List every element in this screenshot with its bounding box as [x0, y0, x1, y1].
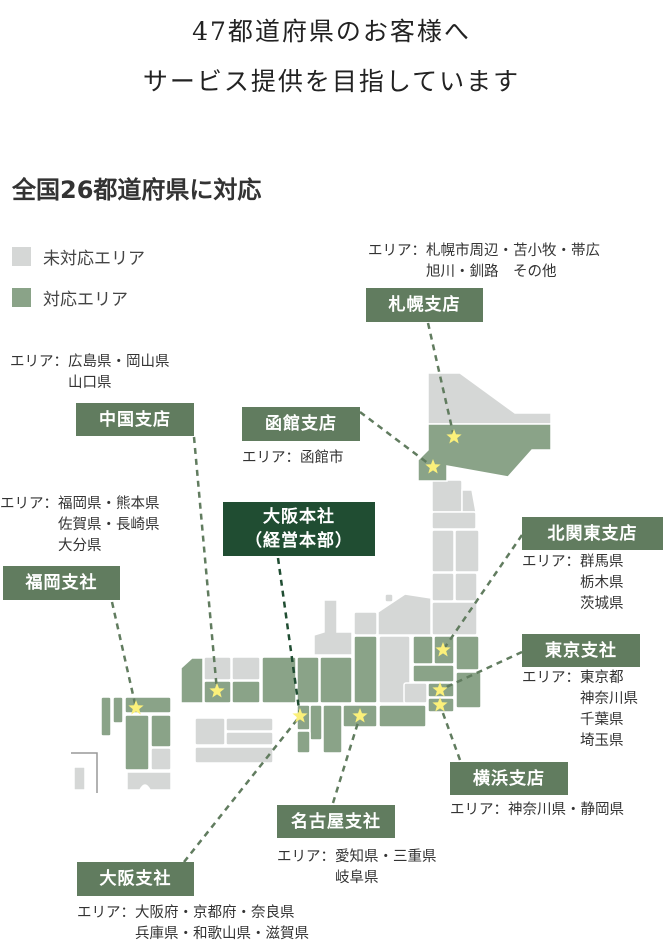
area-line: 埼玉県: [580, 733, 624, 749]
office-fukuoka[interactable]: 福岡支社: [3, 566, 120, 600]
headline-line-1: 47都道府県のお客様へ: [192, 17, 471, 46]
legend-uncovered: 未対応エリア: [12, 244, 145, 269]
area-line: 大分県: [58, 538, 102, 554]
office-chugoku[interactable]: 中国支店: [76, 403, 194, 436]
star-icon: [432, 697, 448, 712]
area-tokyo: エリア：東京都神奈川県千葉県埼玉県: [522, 668, 638, 752]
star-icon: [292, 708, 308, 723]
star-icon: [128, 700, 144, 715]
headline-line-2: サービス提供を目指しています: [142, 67, 521, 96]
area-line: 大阪府・京都府・奈良県: [135, 905, 295, 921]
connector-yokohama: [438, 704, 462, 761]
area-nagoya: エリア：愛知県・三重県岐阜県: [277, 847, 437, 889]
area-line: 神奈川県: [580, 691, 638, 707]
connector-kitakanto: [441, 534, 524, 651]
area-line: 広島県・岡山県: [68, 354, 170, 370]
area-line: 栃木県: [580, 575, 624, 591]
area-line: 岐阜県: [335, 870, 379, 886]
area-line: 東京都: [580, 670, 624, 686]
office-nagoya[interactable]: 名古屋支社: [277, 805, 395, 838]
hq-subname: （経営本部）: [245, 531, 353, 551]
area-line: 旭川・釧路 その他: [426, 264, 557, 280]
legend-label: 対応エリア: [43, 290, 128, 310]
star-icon: [209, 683, 225, 698]
connector-tokyo: [439, 650, 523, 692]
legend-swatch-uncovered: [12, 247, 31, 266]
star-icon: [432, 682, 448, 697]
hq-name: 大阪本社: [263, 507, 335, 527]
legend-covered: 対応エリア: [12, 285, 128, 310]
connector-osaka: [183, 715, 301, 863]
star-icon: [425, 459, 441, 474]
connector-nagoya: [331, 715, 362, 804]
office-hakodate[interactable]: 函館支店: [242, 407, 360, 441]
legend-label: 未対応エリア: [43, 249, 145, 269]
star-icon: [435, 642, 451, 657]
area-chugoku: エリア：広島県・岡山県山口県: [10, 352, 170, 394]
region-hokkaido-south: [417, 423, 552, 482]
star-icon: [446, 429, 462, 444]
office-hq[interactable]: 大阪本社 （経営本部）: [223, 502, 375, 556]
area-line: 神奈川県・静岡県: [508, 802, 624, 818]
area-yokohama: エリア：神奈川県・静岡県: [450, 800, 624, 821]
connector-fukuoka: [110, 601, 138, 709]
area-hakodate: エリア：函館市: [242, 448, 344, 469]
area-line: 愛知県・三重県: [335, 849, 437, 865]
area-line: 兵庫県・和歌山県・滋賀県: [135, 926, 309, 942]
connector-hakodate: [359, 411, 434, 468]
area-line: 山口県: [68, 375, 112, 391]
office-yokohama[interactable]: 横浜支店: [450, 762, 568, 795]
office-kitakanto[interactable]: 北関東支店: [522, 517, 663, 550]
coverage-title: 全国26都道府県に対応: [12, 176, 262, 204]
area-osaka: エリア：大阪府・京都府・奈良県兵庫県・和歌山県・滋賀県: [77, 903, 309, 945]
connector-sapporo: [426, 322, 456, 438]
area-line: 函館市: [300, 450, 344, 466]
area-line: 佐賀県・長崎県: [58, 517, 160, 533]
area-line: 福岡県・熊本県: [58, 496, 160, 512]
area-sapporo: エリア：札幌市周辺・苫小牧・帯広旭川・釧路 その他: [368, 241, 600, 283]
area-kitakanto: エリア：群馬県栃木県茨城県: [522, 552, 624, 615]
area-fukuoka: エリア：福岡県・熊本県佐賀県・長崎県大分県: [0, 494, 160, 557]
star-icon: [352, 708, 368, 723]
legend-swatch-covered: [12, 288, 31, 307]
office-tokyo[interactable]: 東京支社: [522, 634, 640, 667]
connector-chugoku: [192, 436, 219, 692]
area-line: 群馬県: [580, 554, 624, 570]
connector-hq: [276, 557, 302, 717]
okinawa-frame: [71, 752, 98, 793]
area-line: 茨城県: [580, 596, 624, 612]
area-line: 札幌市周辺・苫小牧・帯広: [426, 243, 600, 259]
office-osaka[interactable]: 大阪支社: [77, 862, 194, 896]
area-line: 千葉県: [580, 712, 624, 728]
office-sapporo[interactable]: 札幌支店: [366, 288, 483, 322]
